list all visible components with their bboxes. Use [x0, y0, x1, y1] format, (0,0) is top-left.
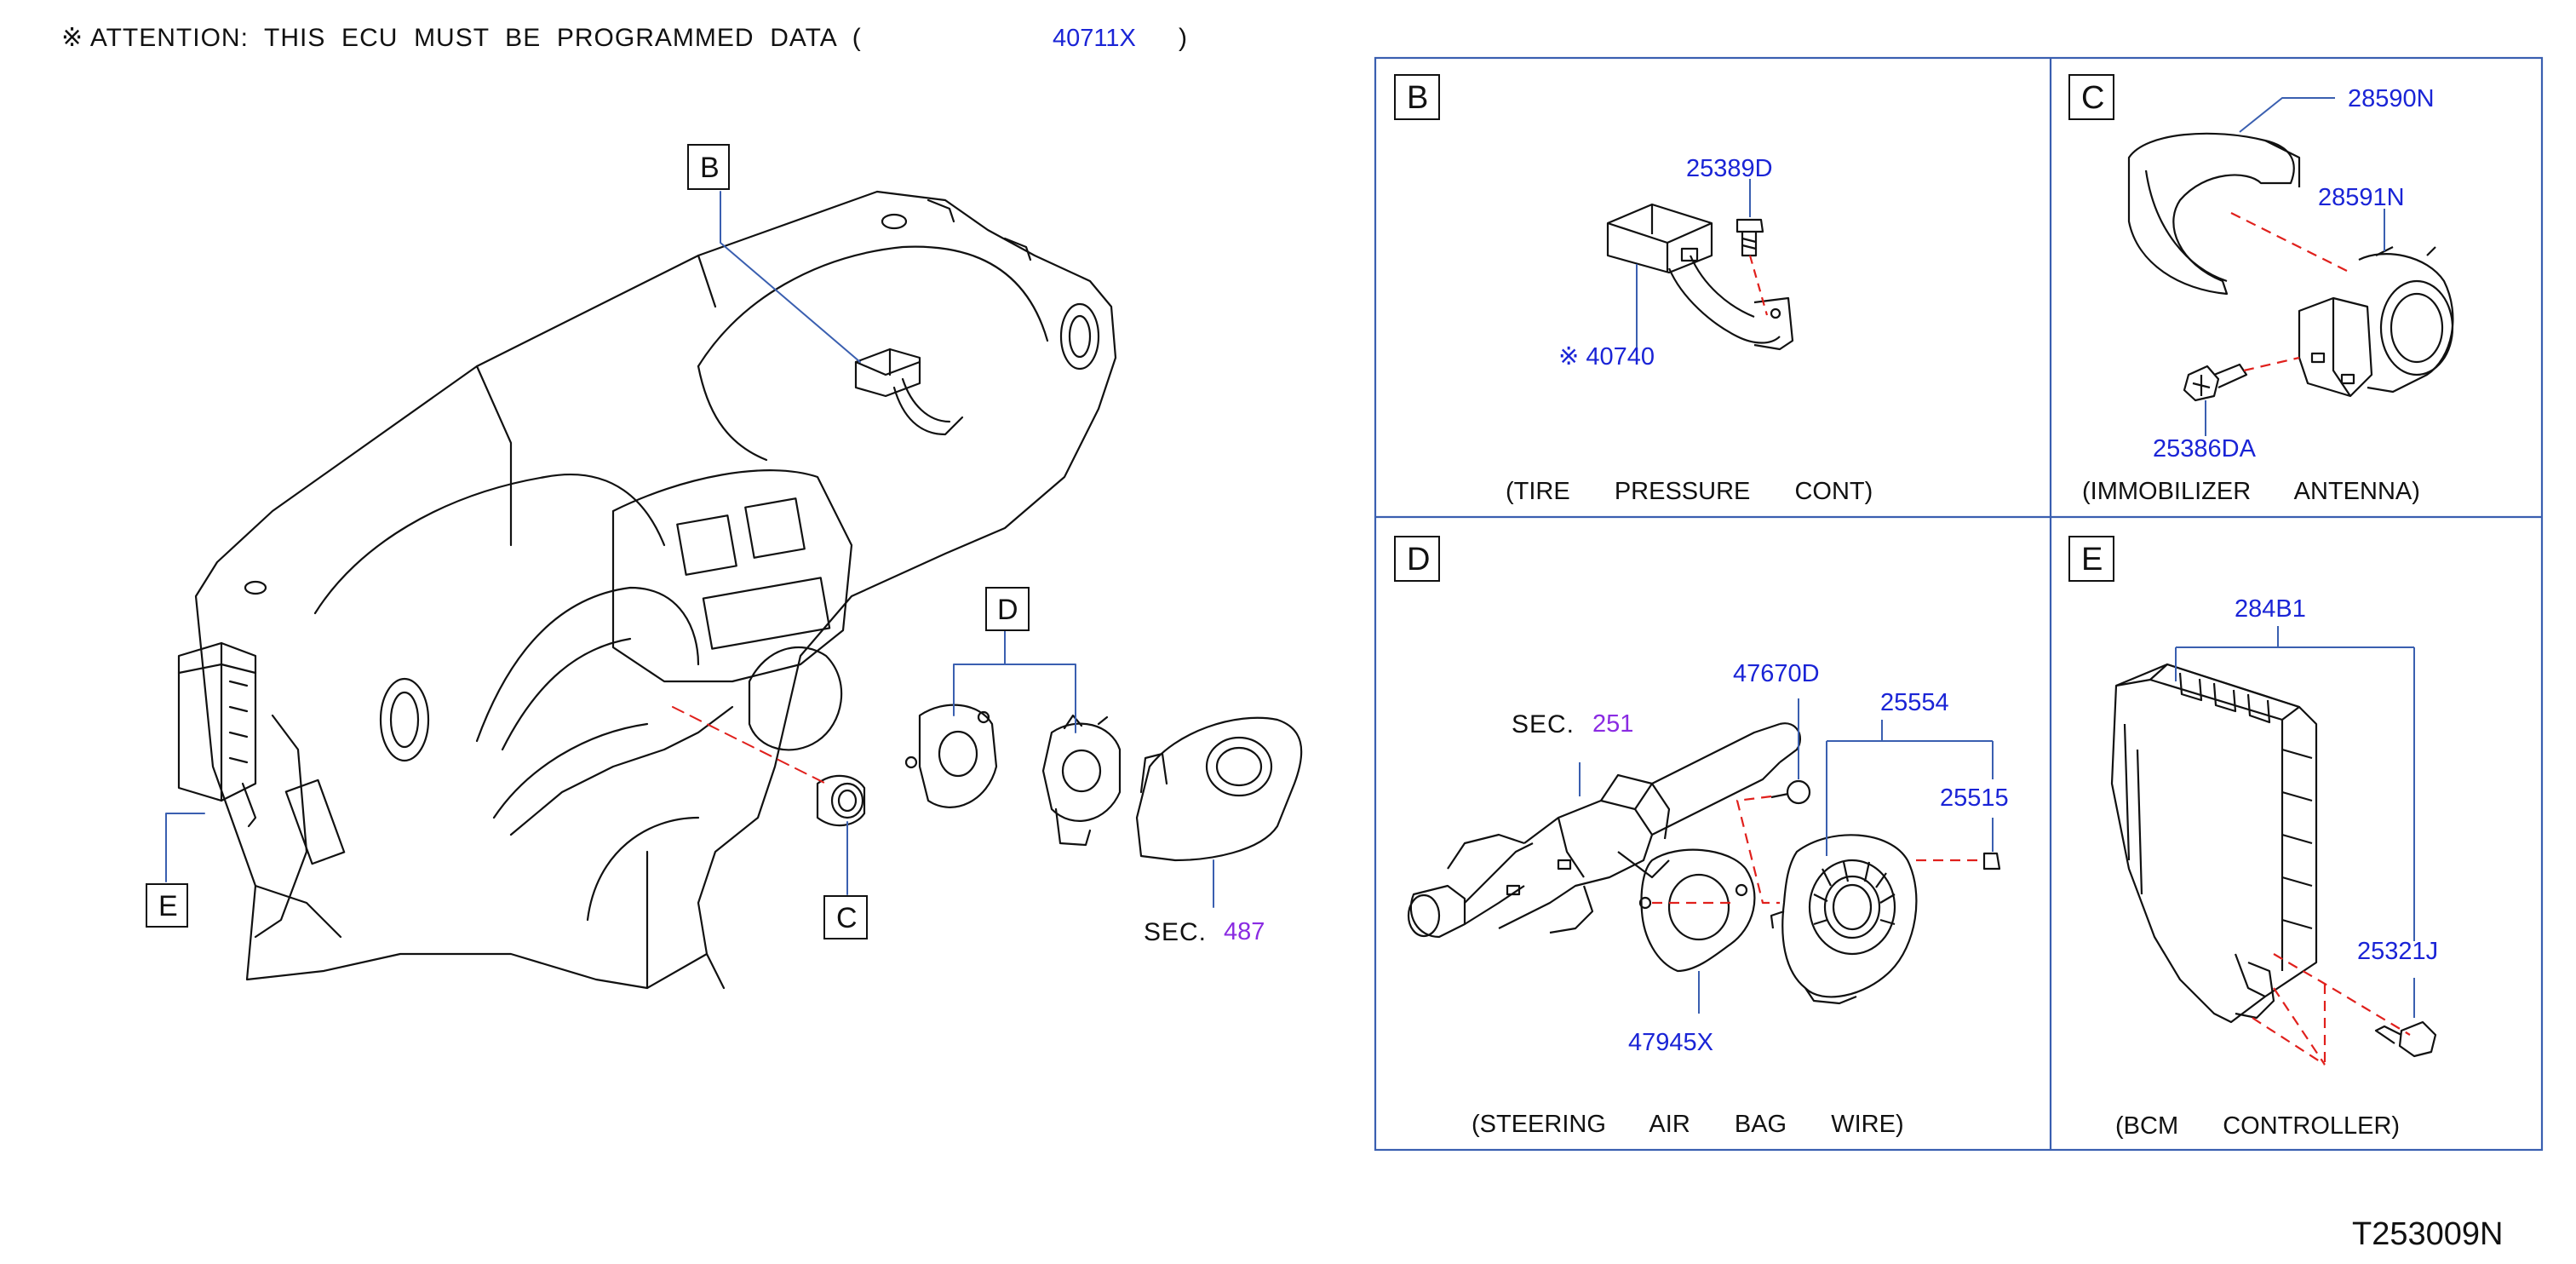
panel-e-caption: (BCM CONTROLLER): [2115, 1112, 2401, 1140]
part-47670d[interactable]: 47670D: [1733, 660, 1820, 687]
airbag-screw: [1770, 779, 1811, 805]
part-25321j[interactable]: 25321J: [2357, 938, 2439, 965]
clock-spring: [1770, 834, 1918, 1005]
part-47945x[interactable]: 47945X: [1628, 1029, 1713, 1056]
main-column-cover: [1135, 716, 1303, 862]
panel-c-letter: C: [2081, 80, 2105, 116]
immobilizer-antenna: [2298, 246, 2454, 398]
bcm-controller: [2110, 663, 2318, 1024]
left-vent: [379, 677, 430, 762]
part-284b1[interactable]: 284B1: [2235, 595, 2306, 623]
sec-487-label: SEC.: [1144, 918, 1208, 946]
bcm-bolt: [2374, 1020, 2437, 1058]
panel-b-caption: (TIRE PRESSURE CONT): [1506, 478, 1873, 505]
sec-251-label: SEC.: [1512, 710, 1575, 738]
attention-part-number[interactable]: 40711X: [1053, 25, 1136, 52]
sec-251-number[interactable]: 251: [1592, 710, 1634, 738]
attention-text: ※ ATTENTION: THIS ECU MUST BE PROGRAMMED…: [61, 24, 862, 52]
immobilizer-screw: [2183, 363, 2248, 402]
panel-d-caption: (STEERING AIR BAG WIRE): [1472, 1111, 1904, 1138]
immobilizer-cover: [2127, 132, 2301, 296]
part-25386da[interactable]: 25386DA: [2153, 435, 2256, 463]
callout-b-label[interactable]: B: [700, 152, 720, 184]
main-part-b-unit: [854, 348, 964, 436]
part-40740[interactable]: ※ 40740: [1558, 343, 1655, 371]
part-25515[interactable]: 25515: [1940, 784, 2009, 812]
part-25554[interactable]: 25554: [1880, 689, 1949, 716]
callout-c-label[interactable]: C: [836, 902, 858, 934]
callout-e-label[interactable]: E: [158, 890, 178, 922]
panel-e-letter: E: [2081, 542, 2103, 577]
tire-pressure-unit: [1606, 203, 1794, 351]
part-28591n[interactable]: 28591N: [2318, 184, 2405, 211]
part-25389d[interactable]: 25389D: [1686, 155, 1773, 182]
panel-d-letter: D: [1407, 542, 1431, 577]
callout-d-label[interactable]: D: [997, 594, 1018, 626]
main-part-d-spiral: [904, 704, 998, 808]
center-stack: [611, 469, 853, 683]
clip-25515: [1982, 852, 2001, 870]
dashboard-outline: [194, 190, 1117, 990]
part-28590n[interactable]: 28590N: [2348, 85, 2435, 112]
spiral-cable-ring: [1638, 848, 1756, 973]
sec-487-number[interactable]: 487: [1224, 918, 1265, 945]
panel-b-letter: B: [1407, 80, 1429, 116]
main-part-c-ring: [816, 774, 866, 827]
panel-c-caption: (IMMOBILIZER ANTENNA): [2082, 478, 2420, 505]
main-part-e-bcm: [177, 641, 257, 828]
tire-pressure-bolt: [1736, 218, 1764, 257]
main-part-d-clockspring: [1041, 714, 1122, 847]
attention-close-paren: ): [1179, 24, 1188, 52]
diagram-code: T253009N: [2352, 1216, 2504, 1252]
right-vent: [1059, 302, 1100, 371]
